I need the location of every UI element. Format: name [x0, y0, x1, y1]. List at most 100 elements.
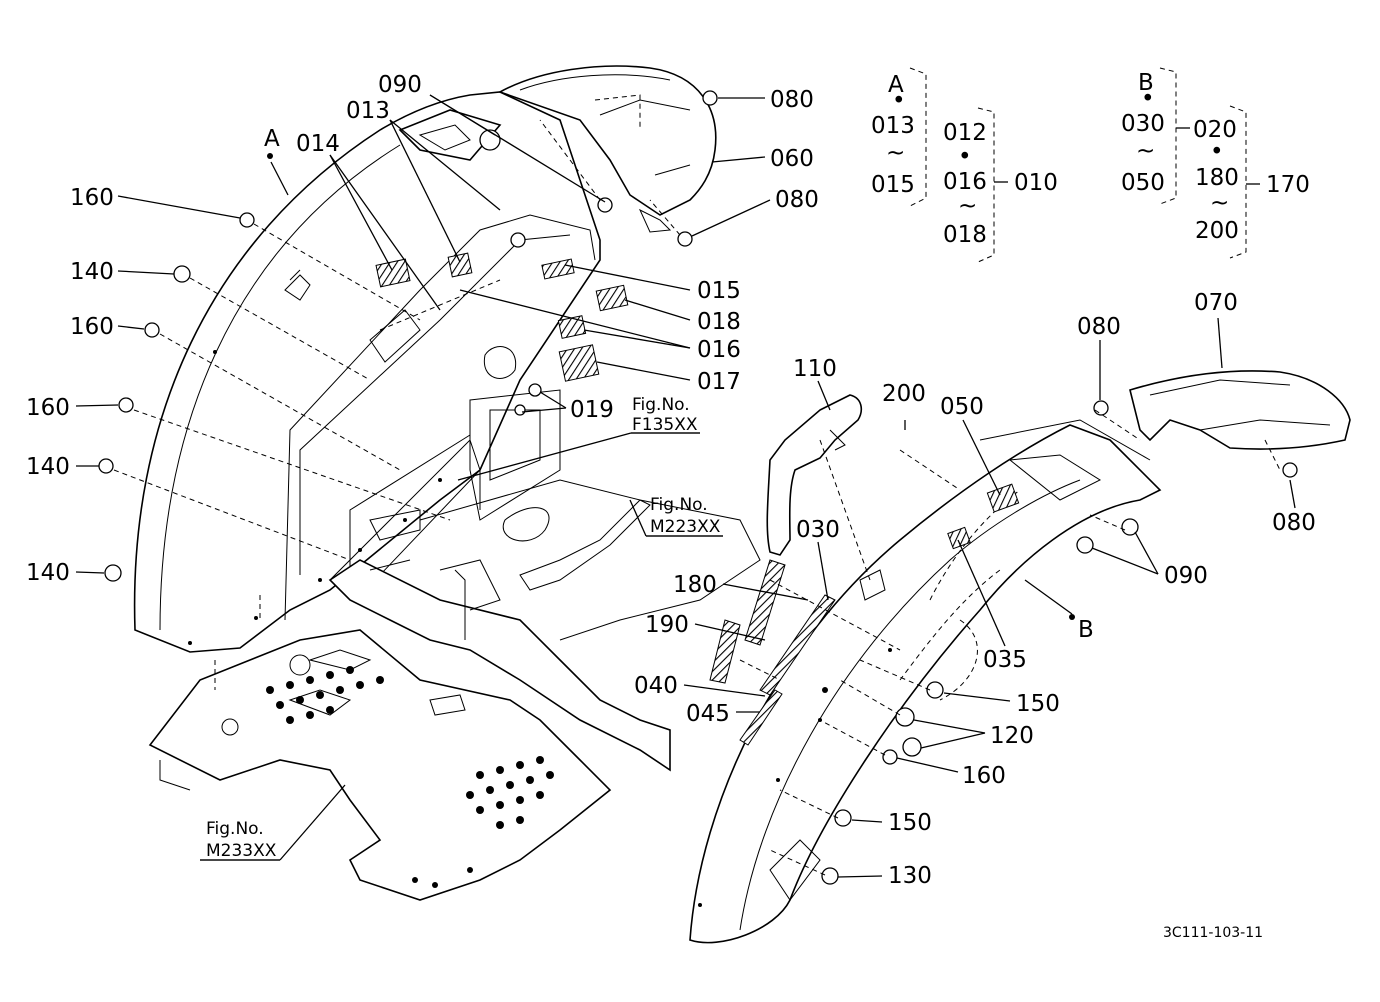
- label-030: 030: [796, 517, 840, 543]
- bolt-160-c: [118, 397, 134, 413]
- label-150-a: 150: [1016, 691, 1060, 717]
- label-018: 018: [697, 309, 741, 335]
- document-code: 3C111-103-11: [1163, 925, 1263, 941]
- bolt-130: [821, 867, 839, 885]
- legend-180: 180: [1195, 165, 1239, 191]
- decal-030: [759, 594, 836, 696]
- decal-190: [709, 619, 741, 684]
- legend-020: 020: [1193, 117, 1237, 143]
- legend-170: 170: [1266, 172, 1310, 198]
- label-090-top: 090: [378, 72, 422, 98]
- label-050: 050: [940, 394, 984, 420]
- bolt-090-r1: [1121, 518, 1139, 536]
- fig-ref-f135: F135XX: [632, 415, 698, 435]
- legend-brackets: [909, 67, 1260, 263]
- label-190: 190: [645, 612, 689, 638]
- label-120: 120: [990, 723, 1034, 749]
- decal-016: [557, 315, 587, 339]
- label-045: 045: [686, 701, 730, 727]
- label-015: 015: [697, 278, 741, 304]
- label-150-b: 150: [888, 810, 932, 836]
- legend-012: 012: [943, 120, 987, 146]
- grip-110: [766, 394, 863, 556]
- label-040: 040: [634, 673, 678, 699]
- bolt-140-b: [98, 458, 114, 474]
- label-160-b: 160: [70, 314, 114, 340]
- left-fender: [133, 91, 629, 653]
- legend-015: 015: [871, 172, 915, 198]
- fig-ref-m223: M223XX: [650, 517, 721, 537]
- bolt-080-r2: [1282, 462, 1298, 478]
- fig-ref-m233-title: Fig.No.: [206, 819, 264, 839]
- washer-120-b: [902, 737, 922, 757]
- legend-tilde-3: ~: [1136, 138, 1155, 164]
- bolt-090-r2: [1076, 536, 1094, 554]
- rear-frame: [328, 389, 761, 772]
- legend-tilde-2: ~: [958, 193, 977, 219]
- bolt-090-left: [597, 197, 613, 213]
- legend-013: 013: [871, 113, 915, 139]
- fig-ref-f135-title: Fig.No.: [632, 395, 690, 415]
- label-060: 060: [770, 146, 814, 172]
- decal-180: [744, 559, 786, 646]
- label-A-marker: A: [264, 126, 280, 152]
- bolt-140-a: [173, 265, 191, 283]
- legend-tilde-1: ~: [886, 140, 905, 166]
- decal-017: [558, 344, 600, 382]
- legend-010: 010: [1014, 170, 1058, 196]
- label-013: 013: [346, 98, 390, 124]
- bolt-019: [528, 383, 542, 397]
- fender-extension-070: [1129, 370, 1351, 471]
- label-080-r2: 080: [1272, 510, 1316, 536]
- legend-030: 030: [1121, 111, 1165, 137]
- bolt-080-top: [702, 90, 718, 106]
- label-130: 130: [888, 863, 932, 889]
- legend-050: 050: [1121, 170, 1165, 196]
- label-140-a: 140: [70, 259, 114, 285]
- label-110: 110: [793, 356, 837, 382]
- washer-120-a: [895, 707, 915, 727]
- legend-A: A: [888, 72, 904, 98]
- bolt-160-a: [239, 212, 255, 228]
- floor-holes: [266, 666, 554, 888]
- label-160-r: 160: [962, 763, 1006, 789]
- label-014: 014: [296, 131, 340, 157]
- label-019: 019: [570, 397, 614, 423]
- legend-dot-2: •: [958, 144, 972, 170]
- bolt-080-mid: [677, 231, 693, 247]
- bolt-160-r: [882, 749, 898, 765]
- label-016: 016: [697, 337, 741, 363]
- decal-050: [986, 483, 1020, 513]
- bolt-160-b: [144, 322, 160, 338]
- label-B-marker: B: [1078, 617, 1094, 643]
- legend-group-010: 012 • 016 ~ 018 010: [943, 120, 1058, 248]
- legend-group-170: • 180 ~ 200 170: [1195, 139, 1310, 244]
- legend-B: B: [1138, 70, 1154, 96]
- label-140-c: 140: [26, 560, 70, 586]
- legend-group-B: B • 030 ~ 050 020: [1121, 70, 1237, 196]
- label-160-a: 160: [70, 185, 114, 211]
- label-035: 035: [983, 647, 1027, 673]
- legend-018: 018: [943, 222, 987, 248]
- decal-013: [447, 252, 473, 278]
- fasteners: [98, 90, 1298, 885]
- fig-ref-m223-title: Fig.No.: [650, 495, 708, 515]
- bolt-140-c: [104, 564, 122, 582]
- label-070: 070: [1194, 290, 1238, 316]
- label-080-mid: 080: [775, 187, 819, 213]
- label-080-top: 080: [770, 87, 814, 113]
- label-140-b: 140: [26, 454, 70, 480]
- bolt-150-a: [926, 681, 944, 699]
- label-090-r: 090: [1164, 563, 1208, 589]
- legend-group-A: A • 013 ~ 015: [871, 72, 915, 198]
- label-180: 180: [673, 572, 717, 598]
- decal-014: [375, 258, 411, 288]
- legend-dot-3: •: [1141, 86, 1155, 112]
- strip-decals: [709, 559, 836, 746]
- label-017: 017: [697, 369, 741, 395]
- decal-045: [739, 689, 783, 746]
- legend-tilde-4: ~: [1210, 190, 1229, 216]
- decal-035: [947, 526, 971, 550]
- legend-200: 200: [1195, 218, 1239, 244]
